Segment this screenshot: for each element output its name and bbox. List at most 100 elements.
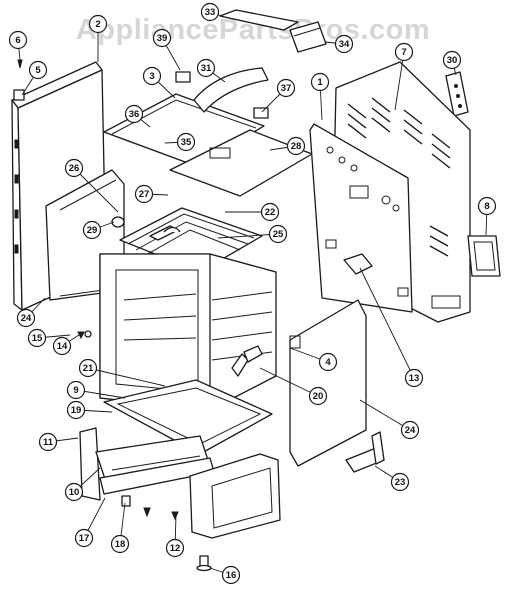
callout-circle <box>66 380 86 400</box>
callout-c27: 27 <box>134 184 169 204</box>
callout-label: 23 <box>395 477 406 488</box>
callout-c14: 14 <box>52 332 83 356</box>
part-gasket-bulb <box>111 216 125 228</box>
callout-label: 33 <box>205 7 216 18</box>
callout-label: 3 <box>149 71 154 82</box>
callout-label: 17 <box>79 533 90 544</box>
callout-label: 30 <box>447 55 458 66</box>
callout-circle <box>308 386 328 406</box>
callout-c29: 29 <box>82 220 115 240</box>
callout-circle <box>318 352 338 372</box>
part-side-access-plate <box>467 235 501 277</box>
part-door-hinge <box>231 345 263 377</box>
callout-c3: 3 <box>142 66 176 99</box>
part-base-front-panel <box>79 427 215 501</box>
callout-circle <box>334 34 354 54</box>
callout-label: 36 <box>129 109 140 120</box>
callout-layer: 1234567891011121314151617181920212223242… <box>8 2 497 585</box>
callout-circle <box>66 400 86 420</box>
callout-c11: 11 <box>38 432 79 452</box>
callout-circle <box>16 308 36 328</box>
callout-circle <box>110 534 130 554</box>
part-leveling-leg <box>196 555 212 572</box>
part-right-side-panel <box>289 299 367 467</box>
callout-c9: 9 <box>66 380 126 400</box>
callout-label: 15 <box>32 333 43 344</box>
callout-c19: 19 <box>66 400 113 420</box>
callout-leader-line <box>259 367 319 397</box>
callout-circle <box>400 420 420 440</box>
callout-label: 16 <box>226 570 237 581</box>
callout-leader-line <box>87 367 166 387</box>
callout-label: 39 <box>157 33 168 44</box>
callout-circle <box>221 565 241 585</box>
callout-label: 13 <box>409 373 420 384</box>
callout-circle <box>394 42 414 62</box>
callout-c34: 34 <box>324 34 354 54</box>
callout-label: 18 <box>115 539 126 550</box>
callout-label: 4 <box>325 357 331 368</box>
callout-circle <box>28 60 48 80</box>
callout-circle <box>268 224 288 244</box>
callout-circle <box>310 72 330 92</box>
part-small-switch <box>175 71 191 83</box>
callout-c35: 35 <box>164 132 196 152</box>
callout-circle <box>38 432 58 452</box>
callout-c13: 13 <box>359 267 424 388</box>
callout-circle <box>52 336 72 356</box>
callout-label: 8 <box>484 201 489 212</box>
callout-label: 28 <box>291 141 302 152</box>
part-relay-box <box>289 21 327 53</box>
callout-label: 10 <box>69 487 80 498</box>
callout-c5: 5 <box>21 60 48 96</box>
callout-circle <box>142 66 162 86</box>
callout-label: 37 <box>281 83 292 94</box>
callout-leader-line <box>217 233 279 239</box>
part-oven-cavity <box>99 253 277 411</box>
part-base-right-panel <box>189 453 281 539</box>
callout-circle <box>82 220 102 240</box>
callout-circle <box>64 482 84 502</box>
callout-c4: 4 <box>289 347 338 372</box>
callout-c23: 23 <box>374 465 410 492</box>
part-top-bracket <box>219 9 299 31</box>
callout-label: 22 <box>265 207 276 218</box>
callout-label: 5 <box>35 65 41 76</box>
callout-label: 9 <box>73 385 78 396</box>
part-small-bracket <box>121 495 131 507</box>
callout-circle <box>176 132 196 152</box>
callout-label: 19 <box>71 405 82 416</box>
callout-c36: 36 <box>124 104 151 128</box>
callout-c16: 16 <box>209 565 241 585</box>
callout-label: 20 <box>313 391 324 402</box>
callout-leader-line <box>394 51 405 111</box>
callout-label: 12 <box>170 543 181 554</box>
callout-label: 2 <box>95 19 100 30</box>
callout-label: 29 <box>87 225 98 236</box>
callout-circle <box>165 538 185 558</box>
callout-c1: 1 <box>310 72 330 121</box>
callout-label: 14 <box>57 341 68 352</box>
part-screw <box>143 507 151 518</box>
callout-circle <box>64 158 84 178</box>
callout-circle <box>390 472 410 492</box>
callout-circle <box>134 184 154 204</box>
part-top-panel <box>103 93 313 197</box>
callout-circle <box>276 78 296 98</box>
callout-label: 24 <box>405 425 416 436</box>
callout-label: 27 <box>139 189 150 200</box>
callout-c25: 25 <box>217 224 288 244</box>
callout-c24b: 24 <box>359 399 420 440</box>
callout-label: 25 <box>273 229 284 240</box>
part-screw-small <box>171 511 179 521</box>
callout-c17: 17 <box>74 497 106 548</box>
part-oven-bottom <box>103 379 273 455</box>
callout-c10: 10 <box>64 467 101 502</box>
callout-circle <box>404 368 424 388</box>
callout-circle <box>74 528 94 548</box>
callout-label: 31 <box>201 63 212 74</box>
part-leveling-bracket <box>345 431 385 473</box>
callout-circle <box>286 136 306 156</box>
part-bake-element-assembly <box>119 207 263 273</box>
